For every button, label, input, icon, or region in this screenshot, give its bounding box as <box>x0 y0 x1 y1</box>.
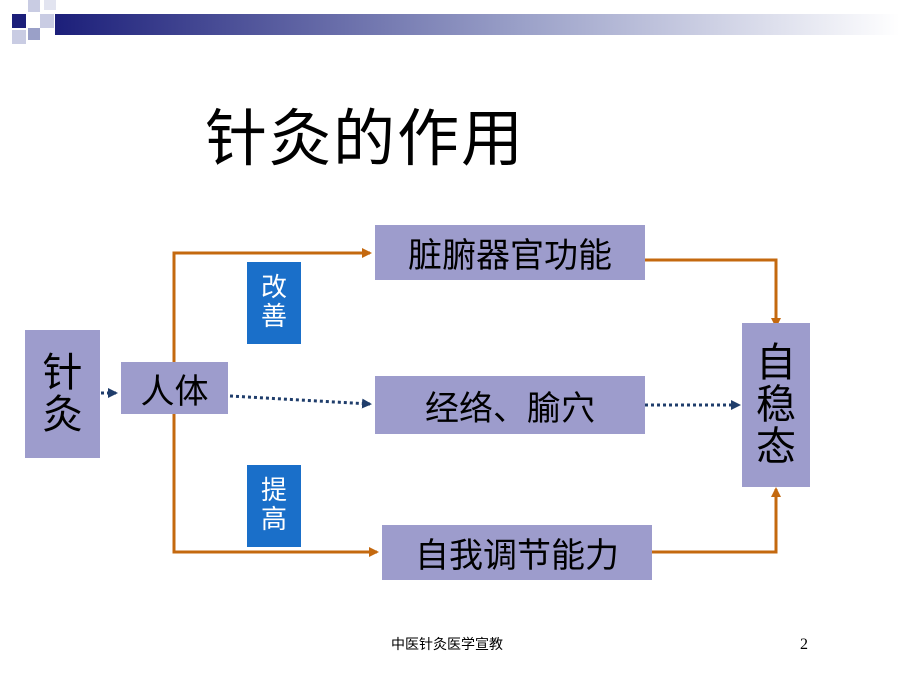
result-char: 自 <box>756 340 796 386</box>
organs-box: 脏腑器官功能 <box>375 225 645 280</box>
page-number: 2 <box>800 636 808 653</box>
dotted-arrow-body-to-meridians <box>229 394 372 409</box>
enhance-label: 提 高 <box>247 465 301 547</box>
homeostasis-box: 自 稳 态 <box>742 323 810 487</box>
source-box: 针 灸 <box>25 330 100 458</box>
label-char: 善 <box>260 302 287 332</box>
footer-text: 中医针灸医学宣教 <box>391 637 503 653</box>
arrow-organs-to-homeostasis <box>645 258 781 328</box>
result-char: 稳 <box>756 382 796 428</box>
regulation-box: 自我调节能力 <box>382 525 652 580</box>
arrow-body-to-regulation <box>172 414 379 557</box>
arrow-regulation-to-homeostasis <box>652 487 781 554</box>
body-box: 人体 <box>121 362 228 414</box>
slide-title: 针灸的作用 <box>205 102 526 175</box>
result-char: 态 <box>756 424 796 470</box>
improve-label: 改 善 <box>247 262 301 344</box>
source-char: 灸 <box>42 392 83 438</box>
source-char: 针 <box>42 350 83 396</box>
label-char: 改 <box>260 273 287 304</box>
arrow-body-to-organs <box>172 248 372 362</box>
meridians-box: 经络、腧穴 <box>375 376 645 434</box>
header-decoration <box>0 0 900 44</box>
label-char: 提 <box>260 476 287 507</box>
label-char: 高 <box>260 505 287 535</box>
